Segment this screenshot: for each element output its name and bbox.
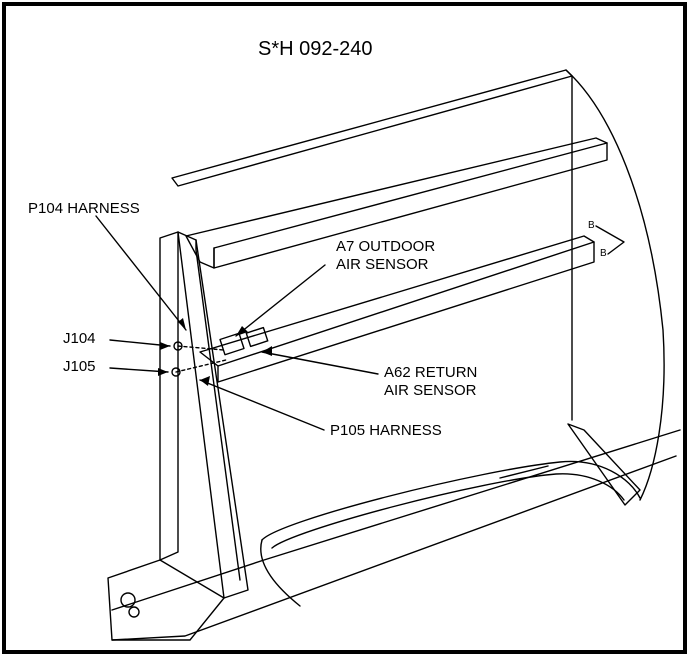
label-a7-line2: AIR SENSOR: [336, 256, 429, 273]
section-mark-b-2: B: [600, 248, 607, 259]
label-p104-harness: P104 HARNESS: [28, 200, 140, 217]
label-p105-harness: P105 HARNESS: [330, 422, 442, 439]
base-opening-lower: [260, 539, 301, 607]
lower-shelf-lip: [217, 241, 595, 383]
arrow-p105: [200, 376, 210, 386]
arrow-j105: [158, 368, 168, 376]
label-a7-line1: A7 OUTDOOR: [336, 238, 436, 255]
arrow-p104: [178, 318, 186, 330]
leader-a62: [261, 351, 379, 375]
base-opening-outer: [261, 460, 641, 541]
harness-p105-dash: [175, 359, 227, 373]
connector-j104: [173, 341, 183, 351]
front-post: [177, 231, 249, 599]
leader-p105: [199, 379, 325, 431]
harness-p104-dash: [177, 345, 225, 351]
base-opening-slot: [499, 465, 549, 479]
diagram-title: S*H 092-240: [258, 38, 373, 60]
section-mark-b-1: B: [588, 220, 595, 231]
base-hole-2: [128, 606, 140, 618]
arrow-a62: [262, 346, 272, 356]
base-opening-inner: [271, 473, 625, 549]
leader-p104: [95, 215, 187, 331]
section-mark-line: [595, 225, 625, 255]
label-a62-line2: AIR SENSOR: [384, 382, 477, 399]
upper-shelf-lip: [213, 142, 608, 269]
base-left-block: [107, 559, 225, 641]
outdoor-air-sensor-shape: [219, 332, 245, 356]
left-side-panel: [159, 231, 179, 561]
connector-j105: [171, 367, 181, 377]
label-j105: J105: [63, 358, 96, 375]
label-j104: J104: [63, 330, 96, 347]
right-bracket: [567, 423, 641, 506]
arrow-a7: [236, 326, 248, 336]
leader-a7: [235, 264, 326, 337]
base-rail-back: [111, 455, 677, 641]
base-rail-front: [111, 429, 681, 611]
label-a62-line1: A62 RETURN: [384, 364, 478, 381]
rear-wall-curve: [565, 69, 665, 501]
arrow-j104: [160, 342, 170, 350]
front-post-edge: [195, 239, 241, 581]
base-hole-1: [120, 592, 136, 608]
return-air-sensor-shape: [245, 326, 269, 348]
